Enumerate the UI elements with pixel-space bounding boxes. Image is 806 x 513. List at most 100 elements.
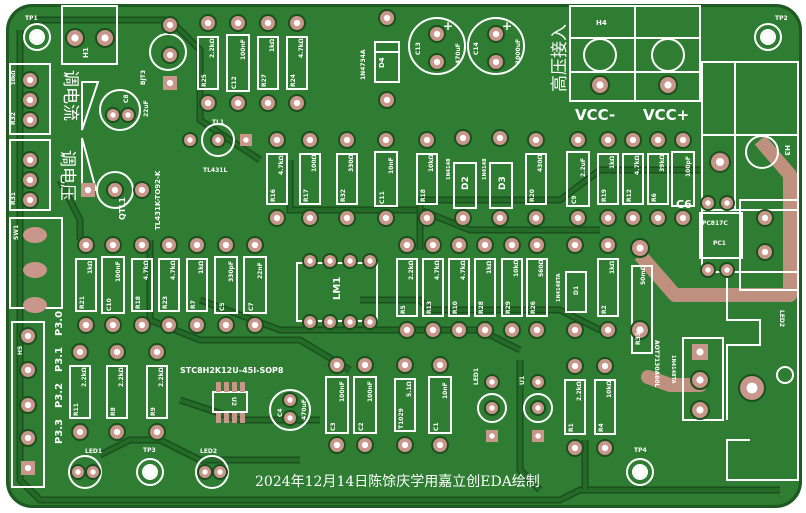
pad-drill [571, 444, 579, 452]
transistor-ref: U1 [519, 376, 526, 385]
resistor-outline [299, 153, 321, 205]
footer-text: 2024年12月14日陈馀庆学用嘉立创EDA绘制 [255, 473, 540, 490]
pad-drill [26, 76, 34, 84]
resistor-value: 1kΩ [87, 261, 94, 274]
pad-drill [433, 30, 441, 38]
transistor-ref: LED1 [473, 368, 480, 385]
capacitor-value: 330pF [228, 261, 235, 282]
capacitor-value: 100nF [339, 381, 346, 402]
connector-label: SW1 [13, 225, 20, 240]
resistor-outline [525, 153, 547, 205]
pad-drill [343, 136, 351, 144]
copper-pour-trace-2 [641, 370, 707, 392]
pad-drill [327, 319, 333, 325]
pad-drill [532, 136, 540, 144]
resistor-r33-outline [631, 265, 653, 354]
pad-drill [571, 241, 579, 249]
test-point-label: TP4 [634, 447, 647, 454]
resistor-outline [286, 36, 308, 90]
switch-pad [23, 297, 47, 313]
diode-d3-outline [489, 162, 513, 209]
pad-drill [138, 186, 146, 194]
pad-drill [496, 214, 504, 222]
resistor-ref: T1029 [398, 408, 405, 429]
diode-ref: D1 [573, 286, 580, 295]
pad-drill [489, 433, 495, 439]
diode-value: 1N4148TA [556, 273, 562, 302]
diode-value: 1N4148 [446, 158, 452, 180]
pad-drill [153, 428, 161, 436]
pad-drill [383, 96, 391, 104]
pad-drill [724, 200, 730, 206]
resistor-ref: R4 [598, 423, 605, 432]
pad-drill [193, 241, 201, 249]
resistor-ref: R10 [452, 301, 459, 314]
transistor-ref: QTL1 [118, 197, 127, 220]
terminal-screw [651, 38, 685, 72]
pad-drill [234, 19, 242, 27]
smd-pad [224, 413, 229, 423]
label-mcu: STC8H2K12U-45I-SOP8 [180, 366, 284, 375]
pad-drill [532, 214, 540, 222]
pad-drill [327, 258, 333, 264]
resistor-ref: R7 [190, 300, 197, 309]
pads [19, 9, 774, 480]
resistor-value: 4.7kΩ [170, 260, 177, 280]
resistor-value: 4.7kΩ [143, 260, 150, 280]
mosfet-value: AOT7130A60L [653, 340, 660, 388]
capacitor-value: 470uF [301, 399, 308, 420]
pad-drill [535, 379, 541, 385]
pad-drill [508, 326, 516, 334]
pad-drill [26, 116, 34, 124]
capacitor-ref: C11 [379, 191, 386, 204]
pad-drill [204, 19, 212, 27]
connector-h5 [11, 321, 45, 488]
pad-drill [604, 136, 612, 144]
resistor-ref: R6 [651, 193, 658, 202]
pad-drill [264, 19, 272, 27]
capacitor-c8-outline [99, 89, 141, 131]
resistor-outline [131, 258, 153, 312]
pad-drill [367, 319, 373, 325]
pad-drill [636, 326, 644, 334]
resistor-ref: R18 [135, 296, 142, 309]
capacitor-outline [353, 376, 377, 434]
pad-drill [84, 186, 92, 194]
test-point-outline [626, 458, 654, 486]
test-point-pad [762, 31, 774, 43]
pad-drill [24, 366, 32, 374]
resistor-value: 2.2kΩ [118, 367, 125, 387]
test-point-inner [29, 29, 45, 45]
test-point-inner [142, 464, 158, 480]
resistor-value: 4.7kΩ [278, 155, 285, 175]
transistor-bjt1 [523, 393, 553, 423]
smd-pad [232, 413, 237, 423]
pad-drill [382, 136, 390, 144]
capacitor-outline [101, 256, 125, 314]
diode-ref: D3 [498, 176, 508, 190]
capacitor-ref: C8 [123, 94, 130, 103]
regulator-ref: LED2 [778, 310, 785, 327]
pad-drill [222, 321, 230, 329]
resistor-value: 2.2kΩ [81, 367, 88, 387]
label-vcc-minus: VCC- [575, 106, 615, 124]
resistor-ref: R26 [530, 301, 537, 314]
optocoupler-outline [699, 212, 743, 259]
pad-drill [604, 241, 612, 249]
label-adjust-voltage: 调电压 [57, 150, 77, 201]
copper-pour-trace [634, 135, 797, 302]
label-tl431: TL431K-TO92-K [154, 170, 162, 230]
pad-drill [82, 321, 90, 329]
resistor-value: 4.7kΩ [634, 155, 641, 175]
pad-drill [629, 136, 637, 144]
pad-drill [533, 241, 541, 249]
switch-pad [23, 262, 47, 278]
terminal-screw [583, 38, 617, 72]
test-point-label: TP1 [25, 15, 38, 22]
diode-ref: D4 [378, 57, 386, 68]
capacitor-value: 100pF [685, 156, 692, 177]
smd-pad [232, 382, 237, 392]
resistor-value: 560Ω [538, 259, 545, 277]
label-high-voltage-in: 高压接入 [550, 24, 570, 92]
